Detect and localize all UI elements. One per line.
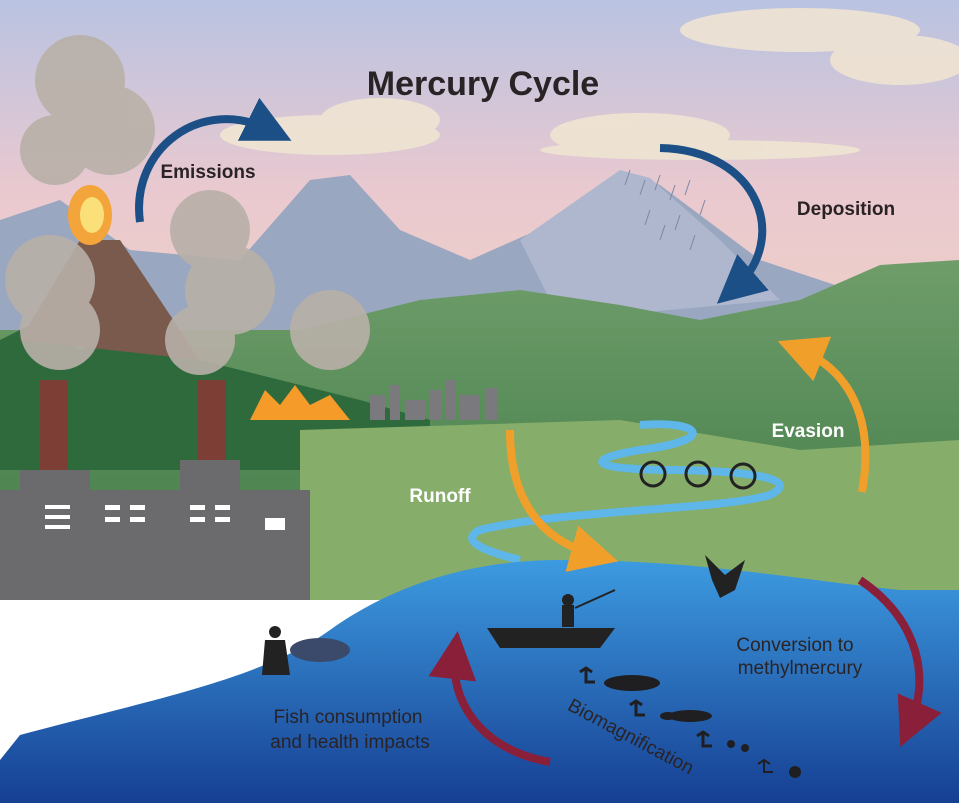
eagle-icon (705, 555, 745, 598)
mountain-peak-right (520, 170, 780, 320)
runoff-arrow (506, 429, 619, 572)
conversion-arrow (857, 576, 942, 747)
fishing-boat (487, 589, 616, 648)
rain (624, 169, 706, 251)
label-fish-line1: Fish consumption (274, 707, 423, 728)
lake (0, 560, 959, 803)
forest-fire (250, 385, 350, 420)
mine-icons (639, 460, 757, 490)
clouds (220, 8, 959, 160)
label-evasion: Evasion (772, 421, 845, 442)
label-conversion-line1: Conversion to (736, 635, 853, 656)
label-runoff: Runoff (409, 486, 471, 507)
deposition-arrow (659, 144, 769, 304)
label-conversion-line2: methylmercury (738, 658, 863, 679)
evasion-arrow (777, 336, 870, 493)
factory (0, 380, 310, 600)
fish-consumption-arrow (428, 631, 551, 766)
label-fish-line2: and health impacts (270, 732, 430, 753)
food-chain (579, 666, 801, 778)
emissions-arrow (135, 97, 292, 223)
volcano-fire (68, 185, 112, 245)
person-with-net (262, 626, 350, 675)
label-deposition: Deposition (797, 199, 895, 220)
label-emissions: Emissions (160, 162, 255, 183)
page-title: Mercury Cycle (367, 65, 599, 103)
river (468, 420, 784, 564)
city-skyline (370, 380, 497, 420)
smoke (5, 35, 370, 375)
